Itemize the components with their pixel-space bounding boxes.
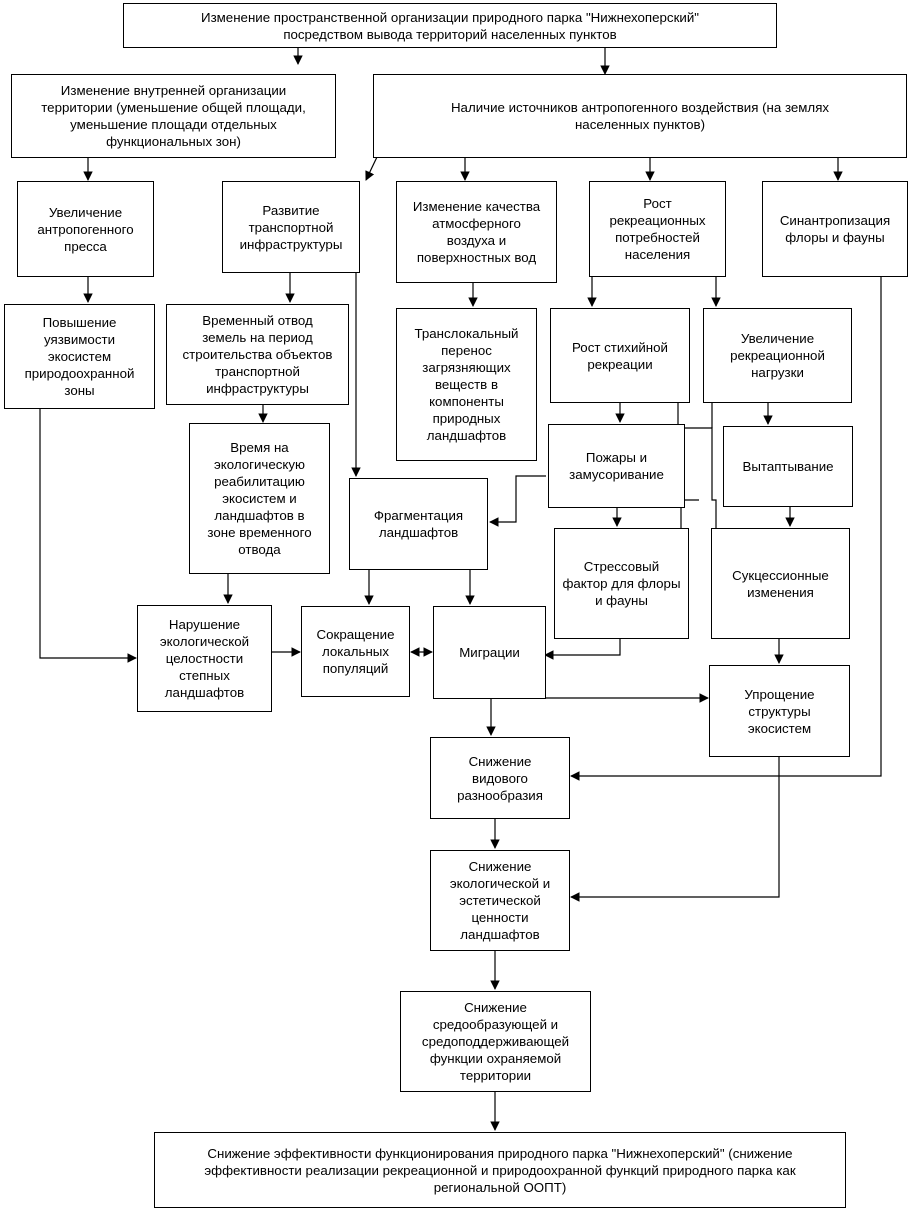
- node-recload-label: Увеличение рекреационной нагрузки: [730, 331, 825, 380]
- wire-recload-stress: [680, 402, 713, 528]
- node-migration: Миграции: [433, 606, 546, 699]
- arrow-simplify-value: [570, 756, 780, 902]
- node-migration-label: Миграции: [459, 645, 520, 660]
- node-internal-label: Изменение внутренней организации террито…: [41, 83, 306, 149]
- arrow-vulner-integrity: [39, 408, 137, 663]
- node-tempalloc-label: Временный отвод земель на период строите…: [182, 313, 333, 396]
- node-spontrec-label: Рост стихийной рекреации: [572, 339, 668, 372]
- node-recneeds: Рост рекреационных потребностей населени…: [589, 181, 726, 277]
- arrow-sources-transport: [365, 156, 378, 181]
- node-vulner-label: Повышение уязвимости экосистем природоох…: [24, 315, 135, 398]
- node-envfunc: Снижение средообразующей и средоподдержи…: [400, 991, 591, 1092]
- node-translocal: Транслокальный перенос загрязняющих веще…: [396, 308, 537, 461]
- node-popdecline-label: Сокращение локальных популяций: [316, 627, 395, 676]
- node-top-label: Изменение пространственной организации п…: [201, 9, 699, 42]
- node-recneeds-label: Рост рекреационных потребностей населени…: [609, 196, 706, 262]
- node-transport-label: Развитие транспортной инфраструктуры: [239, 202, 343, 252]
- node-fragment-label: Фрагментация ландшафтов: [373, 508, 464, 540]
- node-stress: Стрессовый фактор для флоры и фауны: [554, 528, 689, 639]
- node-integrity-label: Нарушение экологической целостности степ…: [159, 617, 250, 700]
- arrow-synanthrop-biodiv: [570, 276, 882, 781]
- node-popdecline: Сокращение локальных популяций: [301, 606, 410, 697]
- node-succession: Сукцессионные изменения: [711, 528, 850, 639]
- node-fragment: Фрагментация ландшафтов: [349, 478, 488, 570]
- node-sources: Наличие источников антропогенного воздей…: [373, 74, 907, 158]
- wire-spontrec-succession: [677, 402, 717, 528]
- node-recload: Увеличение рекреационной нагрузки: [703, 308, 852, 403]
- node-simplify: Упрощение структуры экосистем: [709, 665, 850, 757]
- node-stress-label: Стрессовый фактор для флоры и фауны: [562, 559, 681, 608]
- node-synanthrop: Синантропизация флоры и фауны: [762, 181, 908, 277]
- node-integrity: Нарушение экологической целостности степ…: [137, 605, 272, 712]
- node-translocal-label: Транслокальный перенос загрязняющих веще…: [414, 326, 519, 443]
- node-biodiv-label: Снижение видового разнообразия: [457, 753, 543, 803]
- node-rehab: Время на экологическую реабилитацию экос…: [189, 423, 330, 574]
- node-fires: Пожары и замусоривание: [548, 424, 685, 508]
- node-top: Изменение пространственной организации п…: [123, 3, 777, 48]
- node-fires-label: Пожары и замусоривание: [569, 450, 664, 482]
- node-value: Снижение экологической и эстетической це…: [430, 850, 570, 951]
- node-trampling: Вытаптывание: [723, 426, 853, 507]
- node-press: Увеличение антропогенного пресса: [17, 181, 154, 277]
- node-vulner: Повышение уязвимости экосистем природоох…: [4, 304, 155, 409]
- node-spontrec: Рост стихийной рекреации: [550, 308, 690, 403]
- arrow-stress-migration: [544, 638, 621, 660]
- arrow-fires-fragment: [489, 475, 546, 527]
- node-transport: Развитие транспортной инфраструктуры: [222, 181, 360, 273]
- node-final-label: Снижение эффективности функционирования …: [204, 1145, 796, 1195]
- node-rehab-label: Время на экологическую реабилитацию экос…: [207, 440, 312, 557]
- node-succession-label: Сукцессионные изменения: [732, 567, 829, 600]
- node-air-label: Изменение качества атмосферного воздуха …: [412, 199, 541, 265]
- node-air: Изменение качества атмосферного воздуха …: [396, 181, 557, 283]
- node-press-label: Увеличение антропогенного пресса: [37, 204, 134, 254]
- node-synanthrop-label: Синантропизация флоры и фауны: [779, 213, 891, 245]
- node-value-label: Снижение экологической и эстетической це…: [449, 859, 551, 942]
- node-trampling-label: Вытаптывание: [742, 459, 834, 474]
- node-tempalloc: Временный отвод земель на период строите…: [166, 304, 349, 405]
- node-envfunc-label: Снижение средообразующей и средоподдержи…: [421, 1000, 570, 1083]
- node-internal: Изменение внутренней организации террито…: [11, 74, 336, 158]
- node-sources-label: Наличие источников антропогенного воздей…: [450, 100, 830, 132]
- node-biodiv: Снижение видового разнообразия: [430, 737, 570, 819]
- node-simplify-label: Упрощение структуры экосистем: [744, 686, 815, 736]
- node-final: Снижение эффективности функционирования …: [154, 1132, 846, 1208]
